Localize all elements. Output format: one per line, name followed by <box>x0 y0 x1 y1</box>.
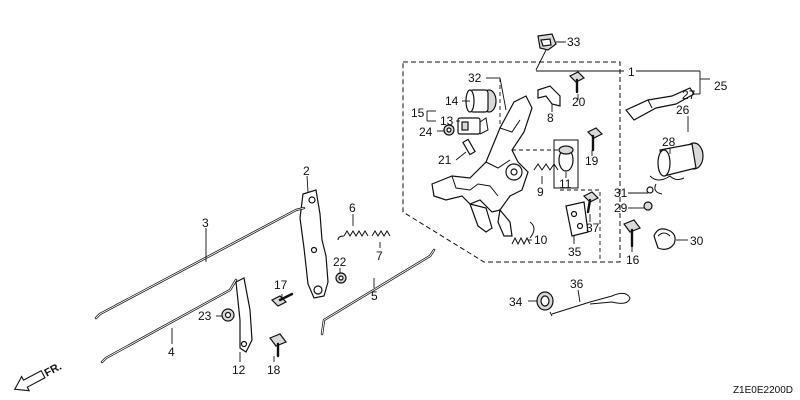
callout-26: 26 <box>676 103 690 117</box>
part-34-grommet <box>536 291 554 311</box>
callout-23: 23 <box>198 309 212 323</box>
part-11-collar <box>553 139 579 189</box>
callout-34: 34 <box>509 295 523 309</box>
callout-12: 12 <box>232 363 246 377</box>
callout-35: 35 <box>568 245 582 259</box>
part-35-plate <box>565 201 589 237</box>
callout-27: 27 <box>682 88 696 102</box>
callout-17: 17 <box>274 278 288 292</box>
part-16-bolt <box>623 219 641 248</box>
callout-28: 28 <box>662 135 676 149</box>
part-8-bracket <box>537 85 561 112</box>
part-33-clip <box>535 33 566 71</box>
part-19-bolt <box>586 127 604 152</box>
callout-2: 2 <box>303 164 310 178</box>
part-37-screw <box>582 191 600 214</box>
assembly-boundary <box>402 61 621 263</box>
callout-33: 33 <box>567 35 581 49</box>
callout-19: 19 <box>585 154 599 168</box>
part-31-clip <box>646 186 654 194</box>
callout-3: 3 <box>202 216 209 230</box>
part-28-switch <box>649 142 704 195</box>
callout-36: 36 <box>570 277 584 291</box>
callout-10: 10 <box>534 233 548 247</box>
part-3-rod <box>94 206 306 320</box>
callout-6: 6 <box>349 201 356 215</box>
part-4-rod <box>100 278 238 364</box>
part-30-clamp <box>653 228 676 250</box>
part-7-spring <box>371 230 391 237</box>
part-22-nut <box>335 272 347 284</box>
part-14-cable-holder <box>465 89 497 113</box>
callout-37: 37 <box>586 221 600 235</box>
callout-15: 15 <box>411 106 425 120</box>
callout-9: 9 <box>537 185 544 199</box>
diagram-code: Z1E0E2200D <box>733 385 793 396</box>
callout-30: 30 <box>690 234 704 248</box>
callout-labels: 1 2 3 4 5 6 7 8 9 10 11 12 13 14 15 16 1… <box>168 35 728 377</box>
callout-18: 18 <box>267 363 281 377</box>
part-2-lever <box>299 189 329 299</box>
callout-5: 5 <box>371 289 378 303</box>
part-13-clip <box>457 117 489 135</box>
callout-21: 21 <box>438 153 452 167</box>
callout-16: 16 <box>626 253 640 267</box>
callout-4: 4 <box>168 345 175 359</box>
part-24-washer <box>443 124 455 136</box>
part-21-screw <box>455 138 476 161</box>
part-23-washer <box>221 308 235 322</box>
callout-7: 7 <box>376 249 383 263</box>
arrow-icon <box>13 369 46 392</box>
part-18-bolt <box>269 333 287 358</box>
callout-25: 25 <box>714 79 728 93</box>
part-32-control-bracket <box>431 77 533 237</box>
part-36-wire-clip <box>549 292 631 317</box>
callout-24: 24 <box>419 125 433 139</box>
direction-label: FR. <box>42 361 63 380</box>
callout-22: 22 <box>333 255 347 269</box>
part-20-bolt <box>568 71 586 94</box>
callout-8: 8 <box>547 111 554 125</box>
part-6-spring <box>337 230 369 241</box>
callout-11: 11 <box>559 177 572 191</box>
callout-31: 31 <box>614 186 628 200</box>
callout-13: 13 <box>440 114 454 128</box>
part-9-spring <box>533 163 559 171</box>
callout-1: 1 <box>628 65 635 79</box>
part-5-rod <box>320 248 436 336</box>
callout-14: 14 <box>445 94 459 108</box>
subassembly-boundary-35 <box>560 189 601 262</box>
callout-32: 32 <box>468 71 482 85</box>
part-29-washer <box>643 201 653 211</box>
leader-lines <box>171 41 710 362</box>
callout-20: 20 <box>572 95 586 109</box>
part-10-spring <box>511 221 535 246</box>
callout-29: 29 <box>614 201 628 215</box>
part-12-lever-arm <box>235 277 253 353</box>
front-direction-arrow: FR. <box>13 361 64 392</box>
